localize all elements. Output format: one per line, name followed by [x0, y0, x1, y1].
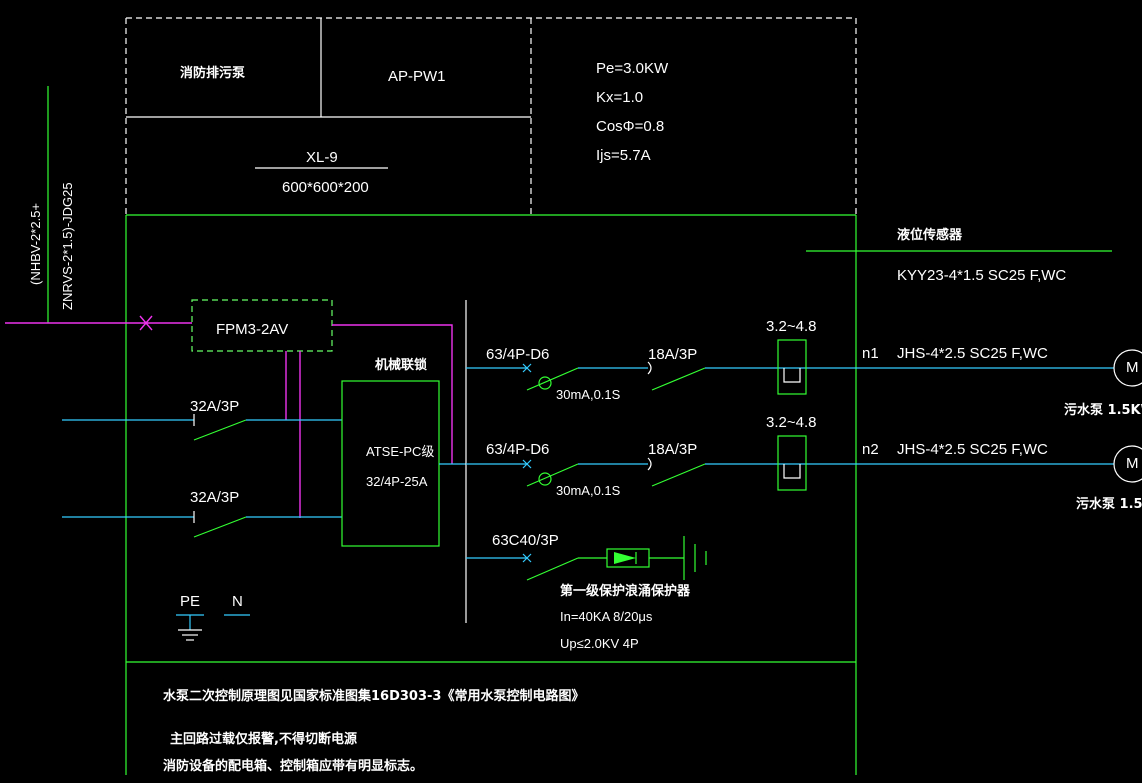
n1-cable: JHS-4*2.5 SC25 F,WC [897, 345, 1048, 362]
ground-icon [176, 614, 204, 641]
circuit-n2 [466, 435, 1114, 491]
sensor-title: 液位传感器 [897, 227, 963, 243]
n1-motor: M [1126, 359, 1139, 376]
sensor-cable: KYY23-4*1.5 SC25 F,WC [897, 267, 1066, 284]
ats-title: 机械联锁 [375, 357, 427, 373]
incoming-cable-1: (NHBV-2*2.5+ [28, 203, 43, 285]
incoming-cable-2: ZNRVS-2*1.5)-JDG25 [60, 182, 75, 310]
breaker-1-switch [193, 419, 247, 441]
n1-id: n1 [862, 345, 879, 362]
main-frame [125, 214, 857, 775]
motor-n1-icon [1113, 349, 1142, 387]
param-ijs: Ijs=5.7A [596, 147, 651, 164]
box-model: XL-9 [306, 149, 338, 166]
note-1: 水泵二次控制原理图见国家标准图集16D303-3《常用水泵控制电路图》 [163, 688, 584, 704]
breaker-1-label: 32A/3P [190, 398, 239, 415]
spd-breaker: 63C40/3P [492, 532, 559, 549]
n2-leak: 30mA,0.1S [556, 483, 621, 498]
fpm-label: FPM3-2AV [216, 321, 288, 338]
n2-motor: M [1126, 455, 1139, 472]
breaker-2-label: 32A/3P [190, 489, 239, 506]
n1-load: 污水泵 1.5KW [1064, 402, 1142, 418]
header-frame [125, 17, 857, 215]
note-2: 主回路过载仅报警,不得切断电源 [170, 731, 357, 747]
cross-mark-icon [139, 315, 153, 331]
breaker-2-switch [193, 516, 247, 538]
n2-contactor: 18A/3P [648, 441, 697, 458]
n1-relay-range: 3.2~4.8 [766, 318, 816, 335]
ats-model: ATSE-PC级 [366, 444, 434, 459]
motor-n2-icon [1113, 445, 1142, 483]
n2-cable: JHS-4*2.5 SC25 F,WC [897, 441, 1048, 458]
spd-title: 第一级保护浪涌保护器 [560, 583, 691, 599]
param-cos: CosΦ=0.8 [596, 118, 664, 135]
n2-load: 污水泵 1.5KW [1076, 496, 1142, 512]
cell-name: 消防排污泵 [180, 65, 245, 81]
n1-rcd: 63/4P-D6 [486, 346, 549, 363]
n1-leak: 30mA,0.1S [556, 387, 621, 402]
note-3: 消防设备的配电箱、控制箱应带有明显标志。 [163, 758, 423, 774]
fpm-output-line [332, 324, 453, 464]
param-kx: Kx=1.0 [596, 89, 643, 106]
spd-up: Up≤2.0KV 4P [560, 636, 639, 651]
param-pe: Pe=3.0KW [596, 60, 669, 77]
cell-code: AP-PW1 [388, 68, 446, 85]
ats-box [341, 380, 440, 547]
spd-in: In=40KA 8/20μs [560, 609, 653, 624]
n2-rcd: 63/4P-D6 [486, 441, 549, 458]
ats-rating: 32/4P-25A [366, 474, 428, 489]
spd-arrow-icon [614, 552, 636, 564]
n2-id: n2 [862, 441, 879, 458]
n-label: N [232, 593, 243, 610]
spd-circuit [466, 536, 707, 581]
n1-contactor: 18A/3P [648, 346, 697, 363]
pe-label: PE [180, 593, 200, 610]
circuit-n1 [466, 339, 1114, 395]
n2-relay-range: 3.2~4.8 [766, 414, 816, 431]
box-size: 600*600*200 [282, 179, 369, 196]
